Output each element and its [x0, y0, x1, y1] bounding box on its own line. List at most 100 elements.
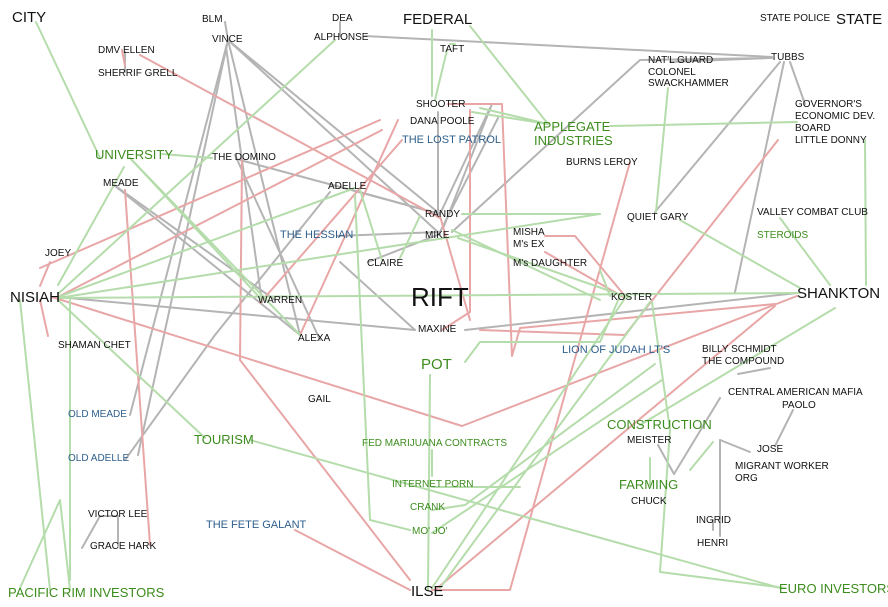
node-rift: RIFT: [411, 282, 469, 312]
node-state: STATE: [836, 11, 883, 28]
connection-line: [657, 444, 675, 475]
node-the-domino: THE DOMINO: [212, 152, 276, 163]
connection-line: [57, 299, 206, 439]
node-tubbs: TUBBS: [771, 52, 805, 63]
connection-line: [789, 61, 806, 105]
connection-line: [39, 119, 381, 269]
node-victor-lee: VICTOR LEE: [88, 509, 148, 520]
node-tourism: TOURISM: [194, 432, 254, 447]
connection-line: [57, 213, 601, 299]
connection-line: [651, 301, 786, 589]
node-joey: JOEY: [45, 248, 72, 259]
node-alexa: ALEXA: [298, 333, 331, 344]
connection-line: [439, 107, 491, 215]
node-valley-combat-club: VALLEY COMBAT CLUB: [757, 207, 868, 218]
node-ilse: ILSE: [411, 583, 444, 600]
connection-line: [294, 529, 411, 591]
node-adelle: ADELLE: [328, 181, 367, 192]
node-shaman-chet: SHAMAN CHET: [58, 340, 131, 351]
connection-line: [299, 119, 399, 336]
node-crank: CRANK: [410, 502, 446, 513]
node-applegate: APPLEGATE: [534, 119, 611, 134]
connection-line: [431, 379, 663, 534]
connection-line: [227, 39, 301, 336]
node-dea: DEA: [332, 13, 353, 24]
node-misha: MISHA: [513, 227, 545, 238]
node-the-lost-patrol: THE LOST PATROL: [402, 134, 502, 146]
node-the-hessian: THE HESSIAN: [280, 229, 354, 241]
connection-line: [441, 109, 471, 331]
connection-line: [57, 292, 801, 299]
connection-line: [57, 187, 356, 298]
connection-line: [599, 269, 611, 297]
node-randy: RANDY: [425, 209, 461, 220]
node-migrant-worker: MIGRANT WORKER: [735, 461, 829, 472]
node-ms-daughter: M's DAUGHTER: [513, 258, 588, 269]
connection-line: [137, 39, 229, 456]
connection-line: [354, 194, 411, 531]
node-meister: MEISTER: [627, 435, 672, 446]
node-mike: MIKE: [425, 230, 450, 241]
node-henri: HENRI: [697, 538, 729, 549]
node-university: UNIVERSITY: [95, 147, 174, 162]
node-construction: CONSTRUCTION: [607, 417, 712, 432]
node-chuck: CHUCK: [631, 496, 667, 507]
node-shankton: SHANKTON: [797, 285, 881, 302]
connection-line: [121, 49, 126, 67]
connection-line: [336, 231, 441, 237]
connection-line: [427, 374, 431, 591]
connection-line: [139, 54, 441, 219]
connection-line: [774, 409, 794, 447]
node-sherrif-grell: SHERRIF GRELL: [98, 68, 178, 79]
node-maxine: MAXINE: [418, 324, 457, 335]
connection-line: [457, 237, 631, 299]
node-euro-investors: EURO INVESTORS: [779, 581, 888, 596]
connection-line: [431, 363, 656, 511]
node-internet-porn: INTERNET PORN: [392, 479, 474, 490]
node-paolo: PAOLO: [782, 400, 816, 411]
connection-line: [439, 215, 471, 321]
node-the-compound: THE COMPOUND: [702, 356, 785, 367]
connection-line: [129, 39, 229, 416]
node-billy-schmidt: BILLY SCHMIDT: [702, 344, 777, 355]
node-natl-guard: NAT'L GUARD: [648, 55, 714, 66]
node-ms-ex: M's EX: [513, 239, 545, 250]
connection-line: [39, 261, 51, 287]
connection-line: [864, 139, 867, 286]
node-colonel: COLONEL: [648, 67, 696, 78]
node-nisiah: NISIAH: [10, 289, 61, 306]
node-old-adelle: OLD ADELLE: [68, 453, 130, 464]
connection-line: [161, 153, 213, 159]
node-warren: WARREN: [258, 295, 303, 306]
node-lion-of-judah: LION OF JUDAH LT'S: [562, 344, 671, 356]
node-dana-poole: DANA POOLE: [410, 116, 475, 127]
connection-line: [689, 441, 714, 471]
node-governors: GOVERNOR'S: [795, 99, 862, 110]
node-mo-jo: MO' JO': [412, 526, 448, 537]
node-koster: KOSTER: [611, 292, 653, 303]
connection-line: [654, 61, 781, 213]
connection-line: [234, 154, 321, 341]
connection-line: [737, 367, 771, 375]
connection-line: [124, 189, 151, 546]
connection-line: [124, 191, 331, 461]
connection-line: [779, 217, 831, 286]
connection-line: [239, 159, 411, 581]
node-economic-dev: ECONOMIC DEV.: [795, 111, 876, 122]
connection-line: [655, 87, 669, 213]
node-farming: FARMING: [619, 477, 679, 492]
connection-line: [129, 157, 263, 301]
node-claire: CLAIRE: [367, 258, 404, 269]
node-city: CITY: [12, 9, 47, 26]
connection-line: [35, 21, 101, 159]
connection-line: [669, 57, 769, 63]
connection-line: [434, 49, 448, 101]
node-burns-leroy: BURNS LEROY: [566, 157, 638, 168]
connection-line: [227, 39, 441, 235]
connection-line: [679, 219, 801, 289]
connection-line: [469, 25, 549, 125]
connection-line: [81, 515, 101, 549]
connection-line: [57, 39, 336, 295]
